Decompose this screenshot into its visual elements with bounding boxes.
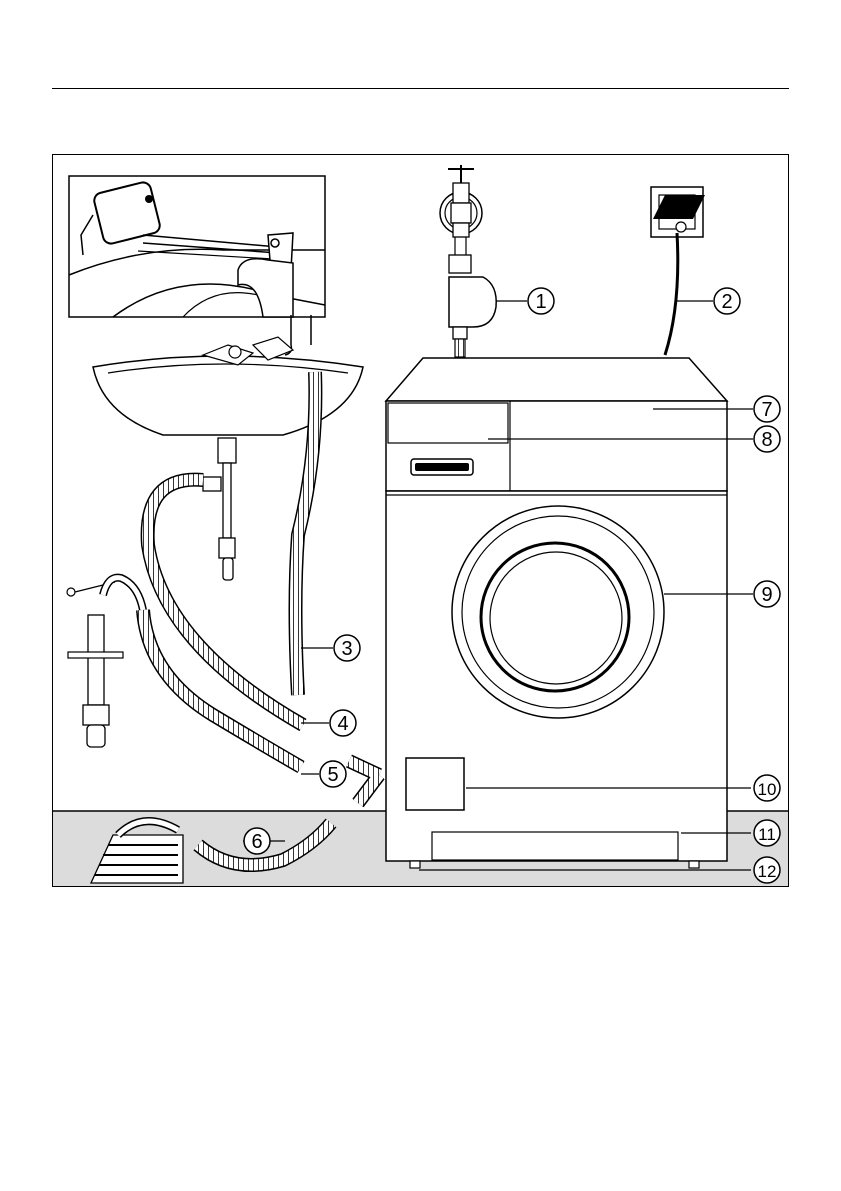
header-rule (52, 88, 789, 89)
installation-diagram: 1 2 3 4 5 6 7 8 9 10 11 12 (52, 154, 789, 887)
callout-4: 4 (330, 710, 356, 736)
svg-text:6: 6 (251, 831, 262, 853)
callout-6: 6 (244, 828, 270, 854)
svg-text:3: 3 (341, 638, 352, 660)
svg-text:2: 2 (721, 291, 732, 313)
svg-text:11: 11 (758, 825, 776, 844)
svg-text:7: 7 (761, 399, 772, 421)
svg-text:9: 9 (761, 584, 772, 606)
callout-3: 3 (334, 635, 360, 661)
callout-10: 10 (754, 775, 780, 801)
standpipe (67, 578, 143, 747)
callout-5: 5 (320, 761, 346, 787)
svg-text:12: 12 (758, 862, 777, 881)
inset-detail (69, 176, 325, 317)
water-tap (440, 165, 496, 357)
wall-socket (651, 187, 705, 355)
svg-text:10: 10 (758, 780, 777, 799)
svg-text:4: 4 (337, 713, 348, 735)
washing-machine (386, 358, 727, 868)
callout-12: 12 (754, 857, 780, 883)
diagram-svg: 1 2 3 4 5 6 7 8 9 10 11 12 (53, 155, 789, 887)
callout-8: 8 (754, 426, 780, 452)
callout-2: 2 (714, 288, 740, 314)
wash-basin (93, 337, 363, 580)
svg-text:1: 1 (535, 291, 546, 313)
callout-7: 7 (754, 396, 780, 422)
svg-text:8: 8 (761, 429, 772, 451)
callout-1: 1 (528, 288, 554, 314)
svg-text:5: 5 (327, 764, 338, 786)
callout-11: 11 (754, 820, 780, 846)
callout-9: 9 (754, 581, 780, 607)
hoses (143, 372, 379, 865)
